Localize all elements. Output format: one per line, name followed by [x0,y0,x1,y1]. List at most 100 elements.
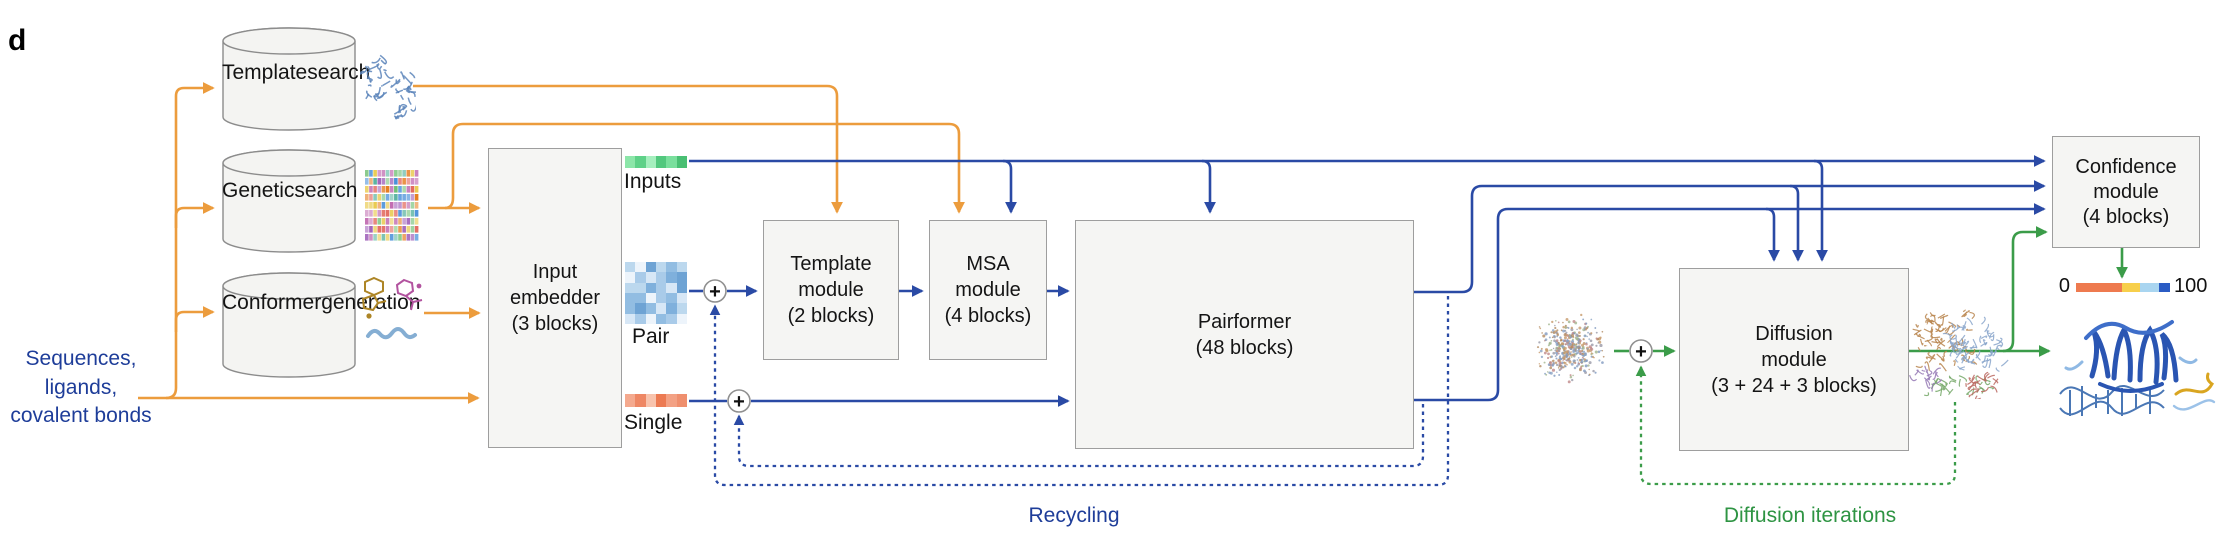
heatmap-cell [666,313,677,324]
heatmap-cell [635,313,646,324]
recycling-label: Recycling [1028,504,1120,527]
heatmap-cell [655,272,667,283]
heatmap-cell [645,292,656,304]
confidence-scale-min: 0 [2058,275,2070,297]
heatmap-cell [635,262,646,273]
conformer-molecules-icon [362,276,423,340]
bar-segment [635,156,646,168]
bar-segment [655,156,667,168]
heatmap-cell [645,272,656,283]
bar-segment [2140,283,2159,292]
heatmap-cell [676,313,687,324]
bar-segment [625,394,636,407]
arrow-trunk-to-genetic-search [174,202,215,228]
arrow-trunk-to-conformer-generation [174,306,215,332]
bar-segment [635,394,646,407]
template-structures-icon [360,54,416,120]
single-add-circle [727,389,751,413]
heatmap-cell [625,262,636,273]
heatmap-cell [655,262,667,273]
peptide-squiggle [366,327,417,340]
heatmap-cell [676,303,687,314]
heatmap-cell [666,303,677,314]
diffusion-iterations-label: Diffusion iterations [1723,504,1897,527]
arrow-pair-out-to-diffusion [1789,184,1804,262]
single-representation-bar [625,394,687,407]
heatmap-cell [625,272,636,283]
single-add-plus-icon: + [733,391,745,413]
bar-segment [676,394,687,407]
heatmap-cell [676,282,687,293]
pair-add-circle [703,279,727,303]
recycling-loops [709,296,1450,487]
bar-segment [645,394,656,407]
final-structure-icon [2059,320,2216,416]
arrow-inputs-to-diffusion [1813,159,1828,262]
template-module-box: Template module (2 blocks) [763,220,899,360]
heatmap-cell [676,292,687,304]
plus-operators: + + + [703,279,1653,413]
heatmap-cell [666,262,677,273]
heatmap-cell [635,303,646,314]
blue-representation-arrows [689,155,2046,407]
heatmap-cell [625,282,636,293]
diffusion-loop-path [1635,365,1957,486]
arrow-single-out-to-diffusion [1765,207,1780,262]
single-label: Single [624,411,683,434]
genetic-search-cylinder-top [222,149,356,177]
heatmap-cell [645,262,656,273]
bar-segment [2076,283,2122,292]
bar-segment [666,394,677,407]
msa-module-box: MSA module (4 blocks) [929,220,1047,360]
template-search-cylinder-top [222,27,356,55]
heatmap-cell [635,282,646,293]
heatmap-cell [625,292,636,304]
arrow-inputs-to-msa-module [1002,159,1017,214]
predicted-complex-icon [1909,309,2009,399]
bar-segment [2122,283,2140,292]
confidence-module-box: Confidence module (4 blocks) [2052,136,2200,248]
heatmap-cell [676,272,687,283]
arrow-trunk-to-template-search [165,82,215,400]
confidence-scale-max: 100 [2174,275,2208,297]
msa-alignment-icon [365,170,419,241]
heatmap-cell [666,272,677,283]
green-structure-arrows [1614,226,2128,357]
heatmap-cell [666,282,677,293]
recycle-single-loop [733,404,1425,468]
diffusion-add-plus-icon: + [1635,341,1647,363]
line-pair-out-to-confidence [1412,180,2046,294]
heatmap-cell [645,313,656,324]
bar-segment [645,156,656,168]
heatmap-cell [645,303,656,314]
heatmap-cell [655,282,667,293]
pair-representation-heatmap [625,262,687,324]
diffusion-add-circle [1629,339,1653,363]
template-search-label: Templatesearch [222,61,371,84]
diffusion-iteration-loop [1635,365,1957,486]
bar-segment [2159,283,2170,292]
heatmap-cell [655,313,667,324]
arrow-templates-to-template-module [413,84,843,214]
inputs-label: Inputs [624,170,682,193]
line-single-out-to-confidence [1412,203,2046,402]
heatmap-cell [655,292,667,304]
conformer-generation-cylinder-top [222,272,356,300]
panel-label: d [8,24,27,57]
heatmap-cell [645,282,656,293]
inputs-embedding-bar [625,156,687,168]
bar-segment [655,394,667,407]
pair-add-plus-icon: + [709,281,721,303]
orange-input-arrows [138,82,965,404]
diffusion-module-box: Diffusion module (3 + 24 + 3 blocks) [1679,268,1909,451]
heatmap-cell [655,303,667,314]
heatmap-cell [666,292,677,304]
bar-segment [676,156,687,168]
bar-segment [625,156,636,168]
heatmap-cell [635,272,646,283]
recycle-pair-loop [709,296,1450,487]
noisy-atom-cloud-icon [1536,313,1605,384]
heatmap-cell [625,313,636,324]
